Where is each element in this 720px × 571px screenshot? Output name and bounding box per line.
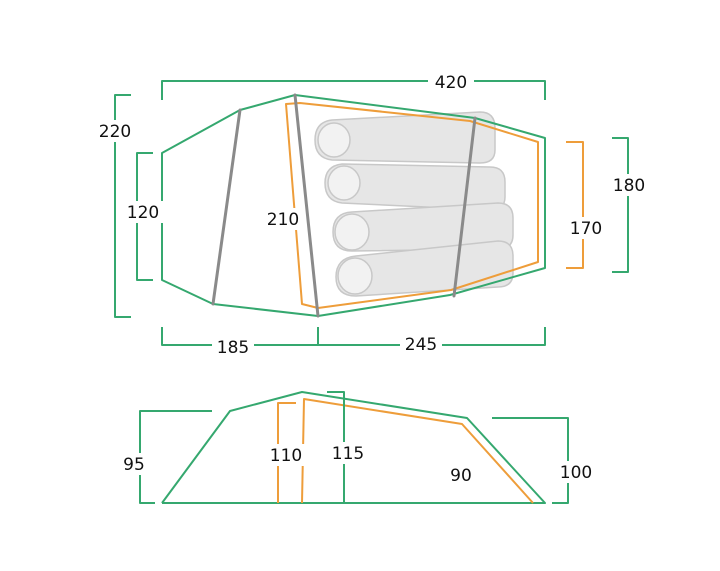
overall-length-dimension-line	[161, 80, 546, 100]
outer-fly-profile	[161, 391, 546, 504]
top-view: 420 220 120 185 245 210 170 180	[95, 70, 649, 358]
total-width-label: 220	[99, 122, 131, 142]
front-pole	[211, 108, 242, 306]
outer-fly-outline	[161, 94, 546, 317]
middle-pole	[293, 93, 320, 318]
length-breakdown-dimension-line	[161, 327, 546, 346]
sleeping-bag-1	[314, 111, 496, 164]
overall-length-label: 420	[435, 73, 467, 93]
inner-front-width-label: 210	[267, 210, 299, 230]
side-view: 95 110 115 90 100	[119, 391, 597, 504]
outer-rear-height-dimension-line	[492, 417, 569, 504]
entrance-height-dimension-line	[139, 410, 212, 504]
sleeping-bag-2	[324, 163, 506, 211]
inner-tent-outline	[285, 102, 539, 309]
entrance-height-label: 95	[123, 455, 145, 475]
outer-peak-height-dimension-line	[327, 391, 345, 503]
entrance-width-label: 120	[127, 203, 159, 223]
sleeping-bag-4	[335, 240, 514, 297]
inner-peak-height-dimension-line	[277, 402, 296, 503]
inner-rear-width-dimension-line	[566, 141, 584, 269]
rear-width-label: 180	[613, 176, 645, 196]
outer-peak-height-label: 115	[332, 444, 364, 464]
rear-width-dimension-line	[612, 137, 629, 273]
vestibule-length-label: 185	[217, 338, 249, 358]
inner-peak-height-label: 110	[270, 446, 302, 466]
inner-rear-height-label: 90	[450, 466, 472, 486]
rear-pole	[452, 116, 477, 298]
inner-length-label: 245	[405, 335, 437, 355]
sleeping-bags	[314, 111, 514, 297]
outer-rear-height-label: 100	[560, 463, 592, 483]
total-width-dimension-line	[114, 94, 131, 318]
inner-rear-width-label: 170	[570, 219, 602, 239]
